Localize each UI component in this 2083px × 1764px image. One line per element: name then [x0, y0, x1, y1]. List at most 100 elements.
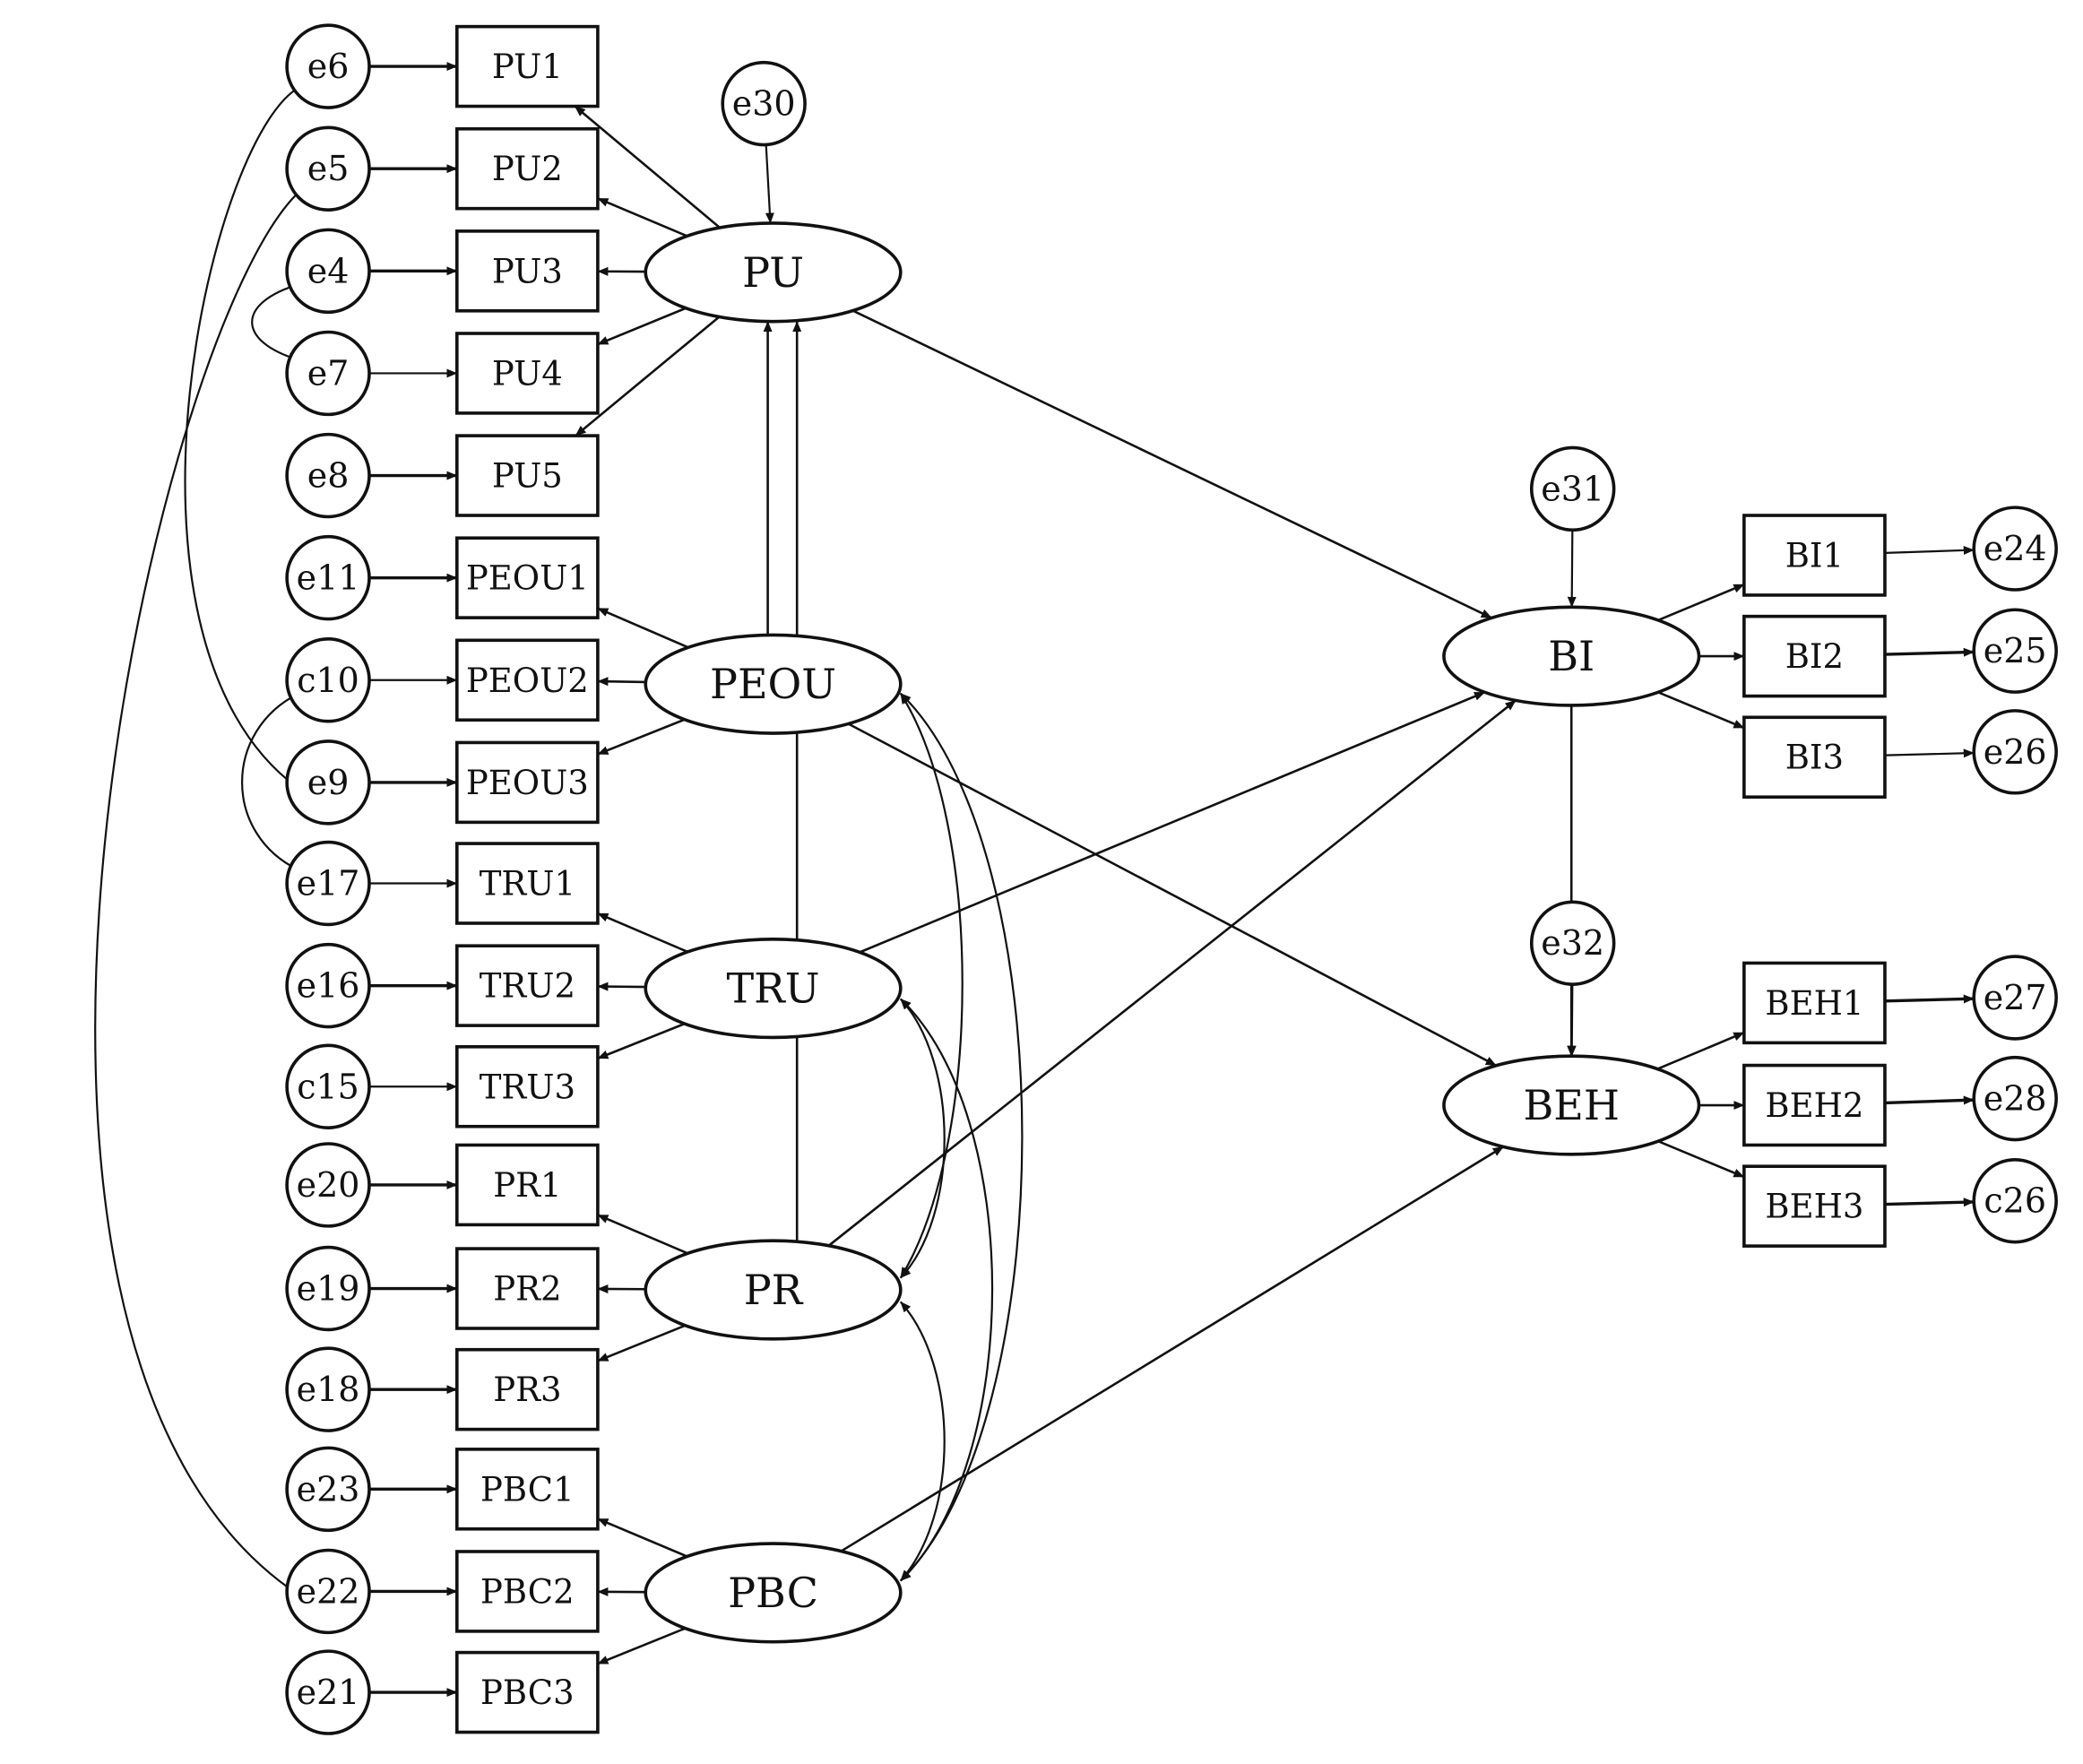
indicator-rect [455, 1045, 600, 1128]
error-label: e23 [297, 1469, 360, 1509]
error-term-e31: e31 [1529, 445, 1616, 532]
loading-path-PR-PR1 [597, 1214, 688, 1255]
latent-variable-TRU: TRU [644, 937, 903, 1040]
error-term-e6: e6 [285, 23, 371, 109]
error-label: e8 [307, 456, 350, 496]
indicator-label: PBC3 [480, 1673, 575, 1712]
error-term-e7: e7 [285, 330, 371, 417]
structural-path-PR-BI [827, 699, 1517, 1247]
latent-label: PEOU [710, 660, 836, 708]
loading-path-PEOU-PEOU1 [597, 607, 689, 649]
error-label: e16 [297, 966, 360, 1006]
error-term-e32: e32 [1529, 900, 1616, 986]
latent-ellipse [1442, 1054, 1701, 1156]
latent-label: TRU [726, 964, 819, 1013]
error-circle [1972, 955, 2058, 1041]
error-label: e31 [1541, 469, 1604, 508]
error-label: c10 [297, 661, 359, 700]
error-term-e19: e19 [285, 1245, 371, 1332]
structural-path-TRU-BI [859, 691, 1486, 954]
error-term-e23: e23 [285, 1446, 371, 1533]
latent-label: PBC [728, 1569, 818, 1617]
covariance-e4-e7 [251, 282, 299, 362]
covariance-e10-e17 [240, 692, 299, 871]
indicator-rect [455, 1448, 600, 1531]
error-circle [285, 1245, 371, 1332]
error-term-e16: e16 [285, 942, 371, 1029]
indicator-rect [455, 229, 600, 313]
error-label: e18 [297, 1370, 360, 1409]
error-circle [1972, 709, 2058, 795]
error-circle [1972, 1157, 2058, 1244]
indicator-box-BI1: BI1 [1742, 514, 1887, 597]
latent-variable-BEH: BEH [1442, 1054, 1701, 1156]
error-circle [285, 330, 371, 417]
loading-path-PR-PR3 [597, 1324, 686, 1362]
indicator-box-PBC1: PBC1 [455, 1448, 600, 1531]
error-circle [285, 432, 371, 519]
loading-path-PU-PU1 [574, 105, 721, 229]
covariance-TRU-PBC [900, 998, 994, 1582]
error-circle [721, 60, 807, 147]
error-label: e20 [297, 1165, 360, 1205]
indicator-box-BI3: BI3 [1742, 715, 1887, 800]
indicator-rect [455, 24, 600, 108]
error-circle [1972, 608, 2058, 694]
indicator-label: PU2 [492, 150, 563, 188]
error-path-BEH1-e27 [1884, 994, 1975, 1004]
error-label: e11 [297, 558, 360, 598]
error-path-e30-PU [765, 144, 774, 224]
covariance-PEOU-PBC [900, 692, 1024, 1582]
indicator-label: PU4 [492, 354, 563, 393]
error-term-e11: e11 [285, 534, 371, 621]
indicator-box-BEH2: BEH2 [1742, 1063, 1887, 1147]
latent-variable-PBC: PBC [644, 1542, 903, 1644]
indicator-box-PU2: PU2 [455, 126, 600, 211]
indicator-box-TRU1: TRU1 [455, 842, 600, 925]
indicator-label: BI3 [1785, 739, 1844, 777]
error-term-e4: e4 [285, 228, 371, 315]
indicator-label: TRU2 [480, 967, 575, 1006]
error-label: e21 [297, 1673, 360, 1712]
indicator-label: BEH3 [1765, 1188, 1863, 1226]
indicator-label: BEH2 [1765, 1086, 1863, 1125]
indicator-label: PR1 [493, 1166, 561, 1205]
error-term-e21: e21 [285, 1649, 371, 1735]
error-label: e17 [297, 864, 360, 904]
indicator-box-TRU2: TRU2 [455, 944, 600, 1027]
error-circle [285, 1446, 371, 1533]
error-label: e4 [307, 251, 350, 290]
error-circle [285, 1346, 371, 1432]
indicator-rect [455, 1247, 600, 1330]
loading-path-BI-BI1 [1657, 583, 1745, 622]
error-circle [285, 1548, 371, 1635]
error-term-e18: e18 [285, 1346, 371, 1432]
error-circle [1529, 445, 1616, 532]
error-circle [285, 637, 371, 723]
indicator-rect [455, 740, 600, 825]
indicator-rect [455, 638, 600, 722]
error-label: e30 [732, 84, 796, 124]
error-term-e25: e25 [1972, 608, 2058, 694]
indicator-box-PU1: PU1 [455, 24, 600, 108]
loading-path-BI-BI3 [1657, 691, 1745, 730]
error-term-e9: e9 [285, 739, 371, 826]
indicator-rect [1742, 614, 1887, 698]
nodes-layer: PU1PU2PU3PU4PU5PEOU1PEOU2PEOU3TRU1TRU2TR… [285, 23, 2058, 1735]
structural-path-PEOU-BEH [847, 722, 1497, 1067]
error-label: e9 [307, 763, 350, 802]
indicator-box-PR2: PR2 [455, 1247, 600, 1330]
error-label: e19 [297, 1269, 360, 1309]
error-term-e30: e30 [721, 60, 807, 147]
error-circle [285, 1043, 371, 1130]
indicator-label: PEOU2 [466, 662, 589, 700]
covariance-TRU-PR [899, 998, 946, 1279]
loading-path-BEH-BEH1 [1656, 1031, 1745, 1070]
loading-path-PU-PU4 [597, 307, 687, 346]
loading-path-PU-PU5 [575, 316, 721, 437]
error-circle [285, 125, 371, 212]
error-circle [1529, 900, 1616, 986]
error-label: c15 [297, 1067, 359, 1106]
structural-path-PBC-BEH [840, 1146, 1504, 1552]
latent-label: PU [742, 248, 804, 297]
